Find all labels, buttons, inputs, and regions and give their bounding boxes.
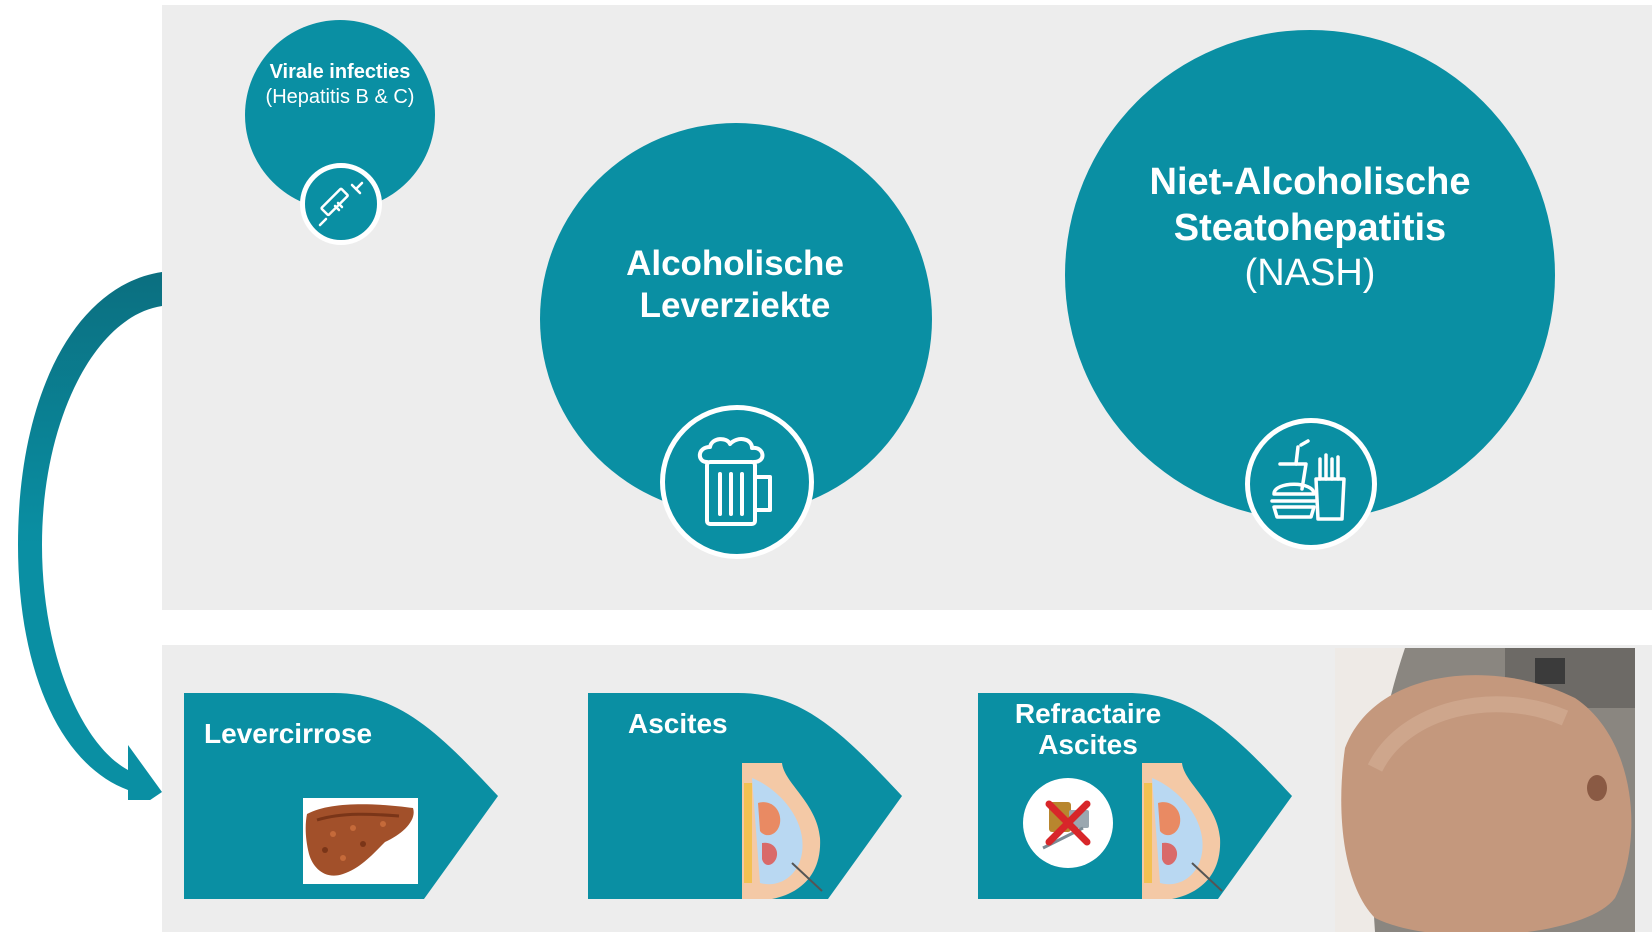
fast-food-icon — [1245, 418, 1377, 550]
syringe-icon — [300, 163, 382, 245]
step-ascites-label: Ascites — [628, 708, 728, 739]
step-refractory-ascites-label: Refractaire Ascites — [1014, 698, 1162, 761]
nash-subtitle: (NASH) — [1244, 252, 1376, 295]
distended-abdomen-photo — [1335, 648, 1635, 932]
curved-arrow-icon — [18, 272, 162, 800]
ascites-abdomen-illustration — [742, 763, 823, 899]
viral-infections-title: Virale infecties — [269, 61, 411, 83]
step-levercirrose-shape — [184, 693, 498, 899]
viral-infections-text: Virale infecties (Hepatitis B & C) — [245, 60, 435, 109]
viral-infections-subtitle: (Hepatitis B & C) — [265, 86, 415, 108]
no-diuretics-icon — [1023, 778, 1113, 868]
step-levercirrose-label: Levercirrose — [204, 718, 373, 749]
liver-illustration — [303, 798, 418, 884]
nash-text: Niet-Alcoholische Steatohepatitis (NASH) — [1100, 160, 1520, 297]
alcoholic-liver-disease-title: Alcoholische Leverziekte — [626, 244, 844, 325]
nash-title: Niet-Alcoholische Steatohepatitis — [1149, 161, 1471, 249]
ascites-abdomen-illustration-2 — [1142, 763, 1223, 899]
beer-mug-icon — [660, 405, 814, 559]
